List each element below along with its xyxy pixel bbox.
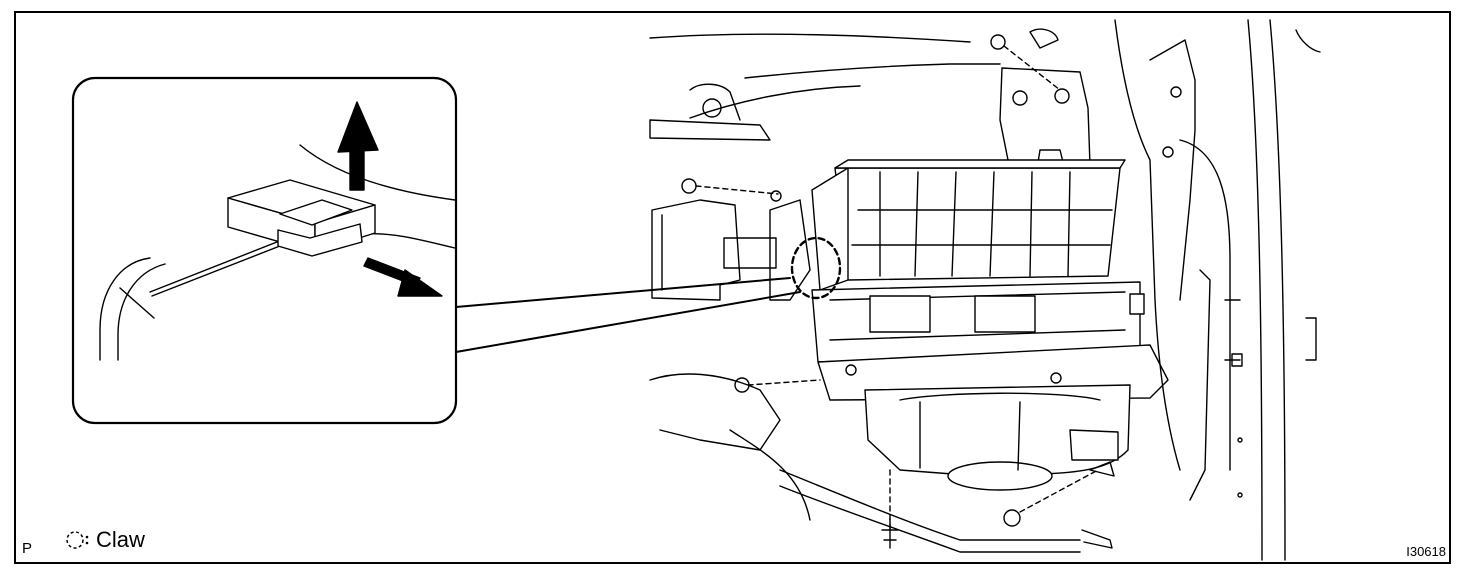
slide-out-arrow-icon [363, 257, 443, 297]
corner-mark: P [22, 540, 33, 557]
claw-detail-inset [71, 76, 801, 425]
dashed-circle-claw-icon [66, 531, 89, 549]
legend: Claw [64, 525, 145, 555]
figure-code: I30618 [1406, 544, 1446, 559]
diagram-frame [14, 11, 1451, 564]
blower-case [811, 281, 1169, 401]
blower-motor [864, 384, 1131, 491]
claw-location-marker [790, 236, 842, 300]
blower-unit-assembly [649, 19, 1321, 561]
pull-up-arrow-icon [337, 101, 379, 191]
filter-housing [811, 159, 1126, 291]
connector-block [227, 179, 376, 257]
legend-label: Claw [96, 527, 145, 552]
